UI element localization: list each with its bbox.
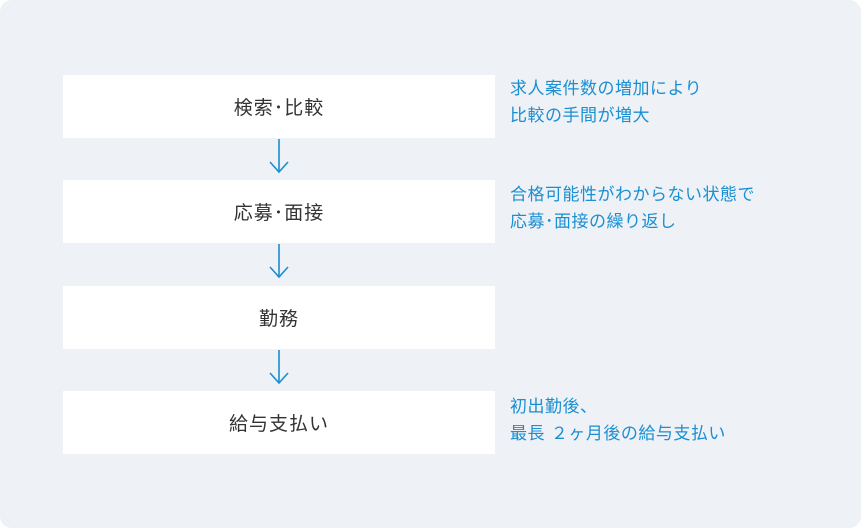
step-search-compare: 検索･比較 xyxy=(63,75,495,138)
step-work: 勤務 xyxy=(63,286,495,349)
step-label: 検索･比較 xyxy=(233,97,325,119)
note-line: 最長 ２ヶ月後の給与支払い xyxy=(510,424,726,444)
step-label: 勤務 xyxy=(258,308,299,330)
step-salary-payment: 給与支払い xyxy=(63,391,495,454)
step-apply-interview: 応募･面接 xyxy=(63,180,495,243)
down-arrow-icon xyxy=(269,350,289,385)
note-line: 合格可能性がわからない状態で xyxy=(510,185,755,205)
note-line: 初出勤後、 xyxy=(510,397,598,417)
note-pay: 初出勤後、 最長 ２ヶ月後の給与支払い xyxy=(510,394,850,448)
down-arrow-icon xyxy=(269,244,289,279)
note-search: 求人案件数の増加により 比較の手間が増大 xyxy=(510,76,850,130)
down-arrow-icon xyxy=(269,139,289,174)
note-line: 比較の手間が増大 xyxy=(510,106,650,126)
note-line: 応募･面接の繰り返し xyxy=(510,212,677,232)
note-apply: 合格可能性がわからない状態で 応募･面接の繰り返し xyxy=(510,182,850,236)
note-line: 求人案件数の増加により xyxy=(510,79,703,99)
step-label: 給与支払い xyxy=(228,413,329,435)
step-label: 応募･面接 xyxy=(233,202,325,224)
